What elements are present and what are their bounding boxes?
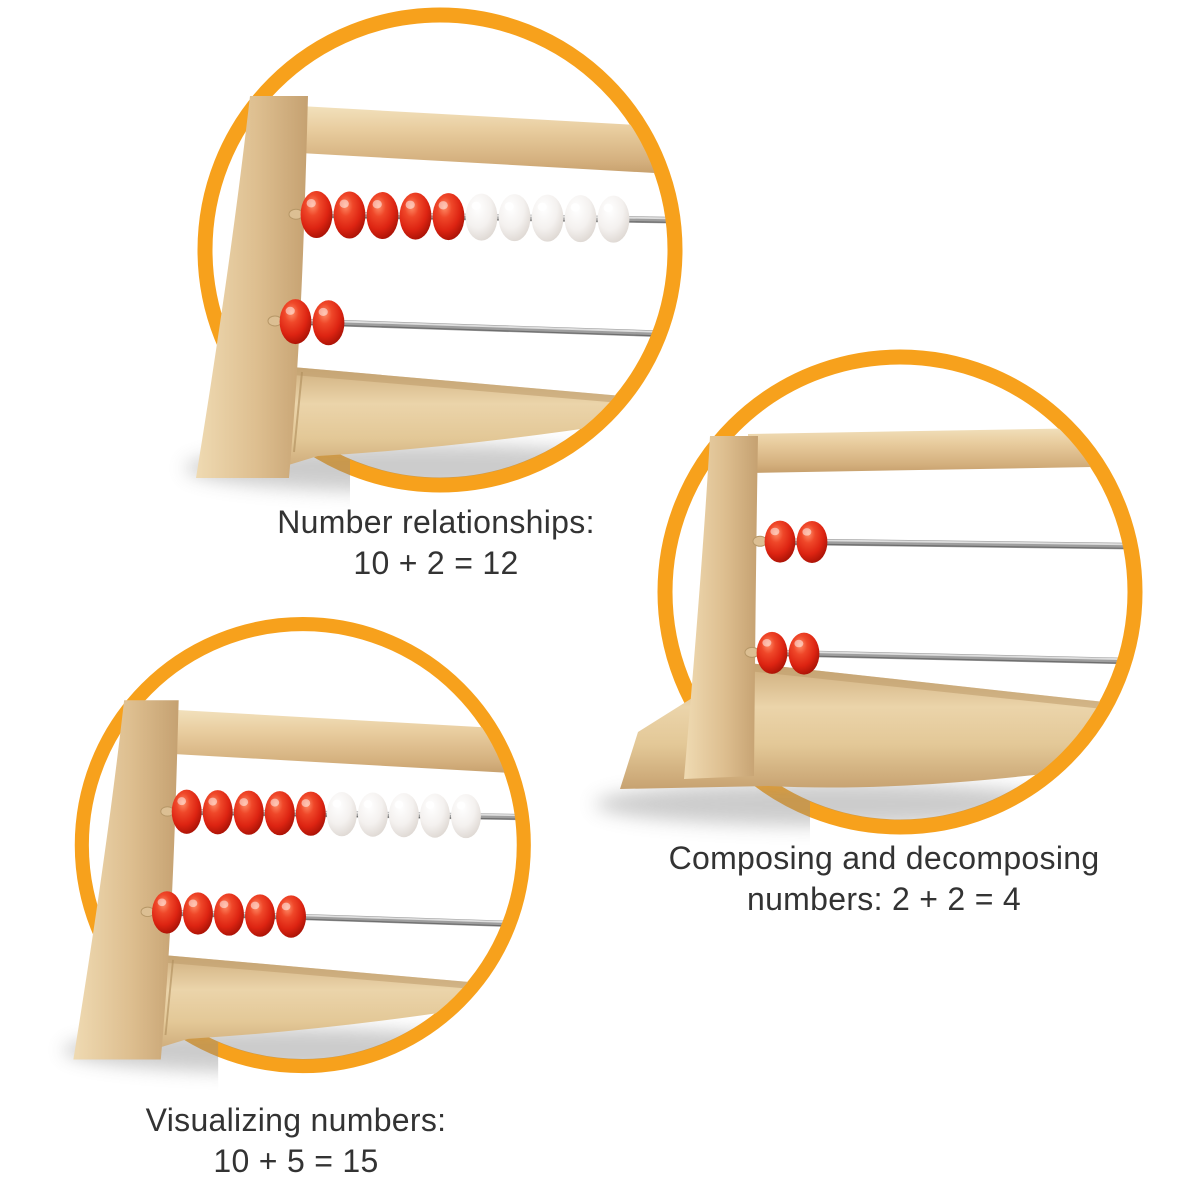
caption-number-relationships: Number relationships: 10 + 2 = 12 — [277, 502, 595, 584]
abacus-photo-number-relationships — [185, 7, 683, 493]
abacus-photo-composing-decomposing — [595, 349, 1143, 835]
caption-composing-decomposing: Composing and decomposing numbers: 2 + 2… — [669, 838, 1100, 920]
caption-text: Composing and decomposing — [668, 840, 1100, 876]
caption-equation: numbers: 2 + 2 = 4 — [746, 881, 1021, 917]
caption-text: Visualizing numbers: — [145, 1102, 447, 1138]
caption-visualizing-numbers: Visualizing numbers: 10 + 5 = 15 — [146, 1100, 447, 1182]
caption-equation: 10 + 5 = 15 — [213, 1143, 379, 1179]
caption-text: Number relationships: — [277, 504, 595, 540]
abacus-photo-visualizing-numbers — [63, 617, 531, 1074]
caption-equation: 10 + 2 = 12 — [353, 545, 519, 581]
